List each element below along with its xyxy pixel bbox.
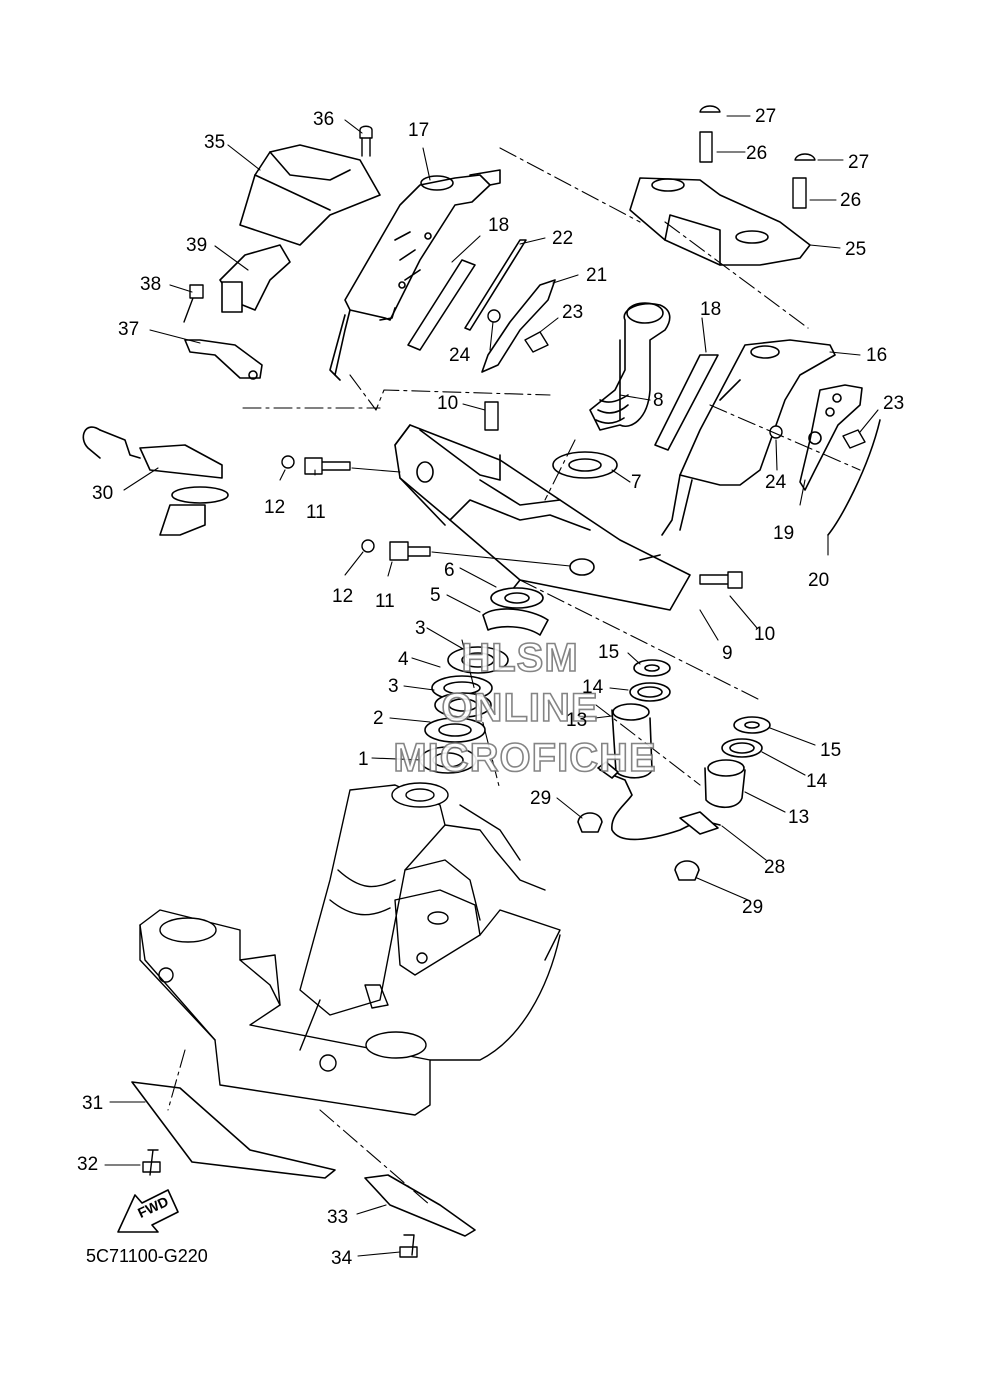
callout-24: 24 — [449, 345, 471, 366]
callout-1: 1 — [358, 749, 369, 770]
callout-6: 6 — [444, 560, 455, 581]
callout-38: 38 — [140, 274, 162, 295]
callout-3: 3 — [415, 618, 426, 639]
callout-28: 28 — [764, 857, 786, 878]
callout-32: 32 — [77, 1154, 99, 1175]
callout-11: 11 — [375, 591, 395, 612]
callout-16: 16 — [866, 345, 888, 366]
drawing-code: 5C71100-G220 — [86, 1246, 208, 1266]
callout-19: 19 — [773, 523, 795, 544]
callout-10: 10 — [754, 624, 776, 645]
strip-18a — [407, 259, 476, 351]
callout-8: 8 — [653, 390, 664, 411]
plate-33 — [364, 1174, 476, 1237]
watermark-line-1: HLSM — [461, 636, 579, 680]
callout-23: 23 — [883, 393, 905, 414]
callout-20: 20 — [808, 570, 830, 591]
fwd-arrow — [117, 1189, 179, 1233]
strip-22 — [464, 239, 527, 331]
callout-27: 27 — [848, 152, 870, 173]
callout-33: 33 — [327, 1207, 349, 1228]
callout-13: 13 — [566, 710, 588, 731]
callout-22: 22 — [552, 228, 574, 249]
callout-25: 25 — [845, 239, 867, 260]
callout-26: 26 — [840, 190, 862, 211]
callout-4: 4 — [398, 649, 409, 670]
bracket-30 — [82, 426, 229, 536]
lower-bracket-9 — [394, 424, 691, 611]
callout-14: 14 — [582, 677, 604, 698]
callout-3: 3 — [388, 676, 399, 697]
steering-nuts — [419, 646, 509, 774]
watermark-line-3: MICROFICHE — [393, 736, 657, 780]
callout-31: 31 — [82, 1093, 104, 1114]
plate-19 — [799, 384, 863, 491]
washer-7 — [552, 451, 618, 479]
callout-21: 21 — [586, 265, 608, 286]
callout-37: 37 — [118, 319, 140, 340]
callout-18: 18 — [488, 215, 510, 236]
leader-lines — [104, 115, 879, 1257]
dampers — [611, 659, 771, 809]
callout-11: 11 — [306, 502, 326, 523]
center-lines — [167, 147, 861, 1206]
callout-35: 35 — [204, 132, 226, 153]
callout-23: 23 — [562, 302, 584, 323]
washer-6 — [490, 587, 544, 609]
callout-5: 5 — [430, 585, 441, 606]
bracket-37 — [184, 339, 263, 380]
callout-18: 18 — [700, 299, 722, 320]
callout-29: 29 — [530, 788, 552, 809]
lockwasher-5 — [482, 608, 549, 636]
nut-29a — [577, 812, 603, 833]
callout-29: 29 — [742, 897, 764, 918]
callout-9: 9 — [722, 643, 733, 664]
callout-10: 10 — [437, 393, 459, 414]
callout-7: 7 — [631, 472, 642, 493]
callout-12: 12 — [332, 586, 354, 607]
callout-14: 14 — [806, 771, 828, 792]
callout-12: 12 — [264, 497, 286, 518]
callout-36: 36 — [313, 109, 335, 130]
cover-35 — [239, 144, 381, 246]
callout-30: 30 — [92, 483, 114, 504]
bracket-39 — [219, 244, 291, 313]
cable-28 — [599, 769, 721, 841]
cover-25 — [629, 177, 811, 266]
strip-18b — [654, 354, 719, 451]
callout-26: 26 — [746, 143, 768, 164]
fasteners — [142, 105, 866, 1258]
callout-27: 27 — [755, 106, 777, 127]
callout-24: 24 — [765, 472, 787, 493]
callout-15: 15 — [820, 740, 842, 761]
nut-29b — [674, 860, 700, 881]
callout-39: 39 — [186, 235, 208, 256]
strip-20 — [827, 419, 881, 536]
plate-21 — [481, 279, 556, 373]
plate-31 — [131, 1081, 336, 1179]
callout-15: 15 — [598, 642, 620, 663]
callout-2: 2 — [373, 708, 384, 729]
callout-13: 13 — [788, 807, 810, 828]
frame-head-pipe — [139, 782, 561, 1116]
callout-34: 34 — [331, 1248, 353, 1269]
watermark-line-2: ONLINE — [441, 686, 599, 730]
handle-holder-17 — [329, 169, 501, 381]
callout-17: 17 — [408, 120, 430, 141]
